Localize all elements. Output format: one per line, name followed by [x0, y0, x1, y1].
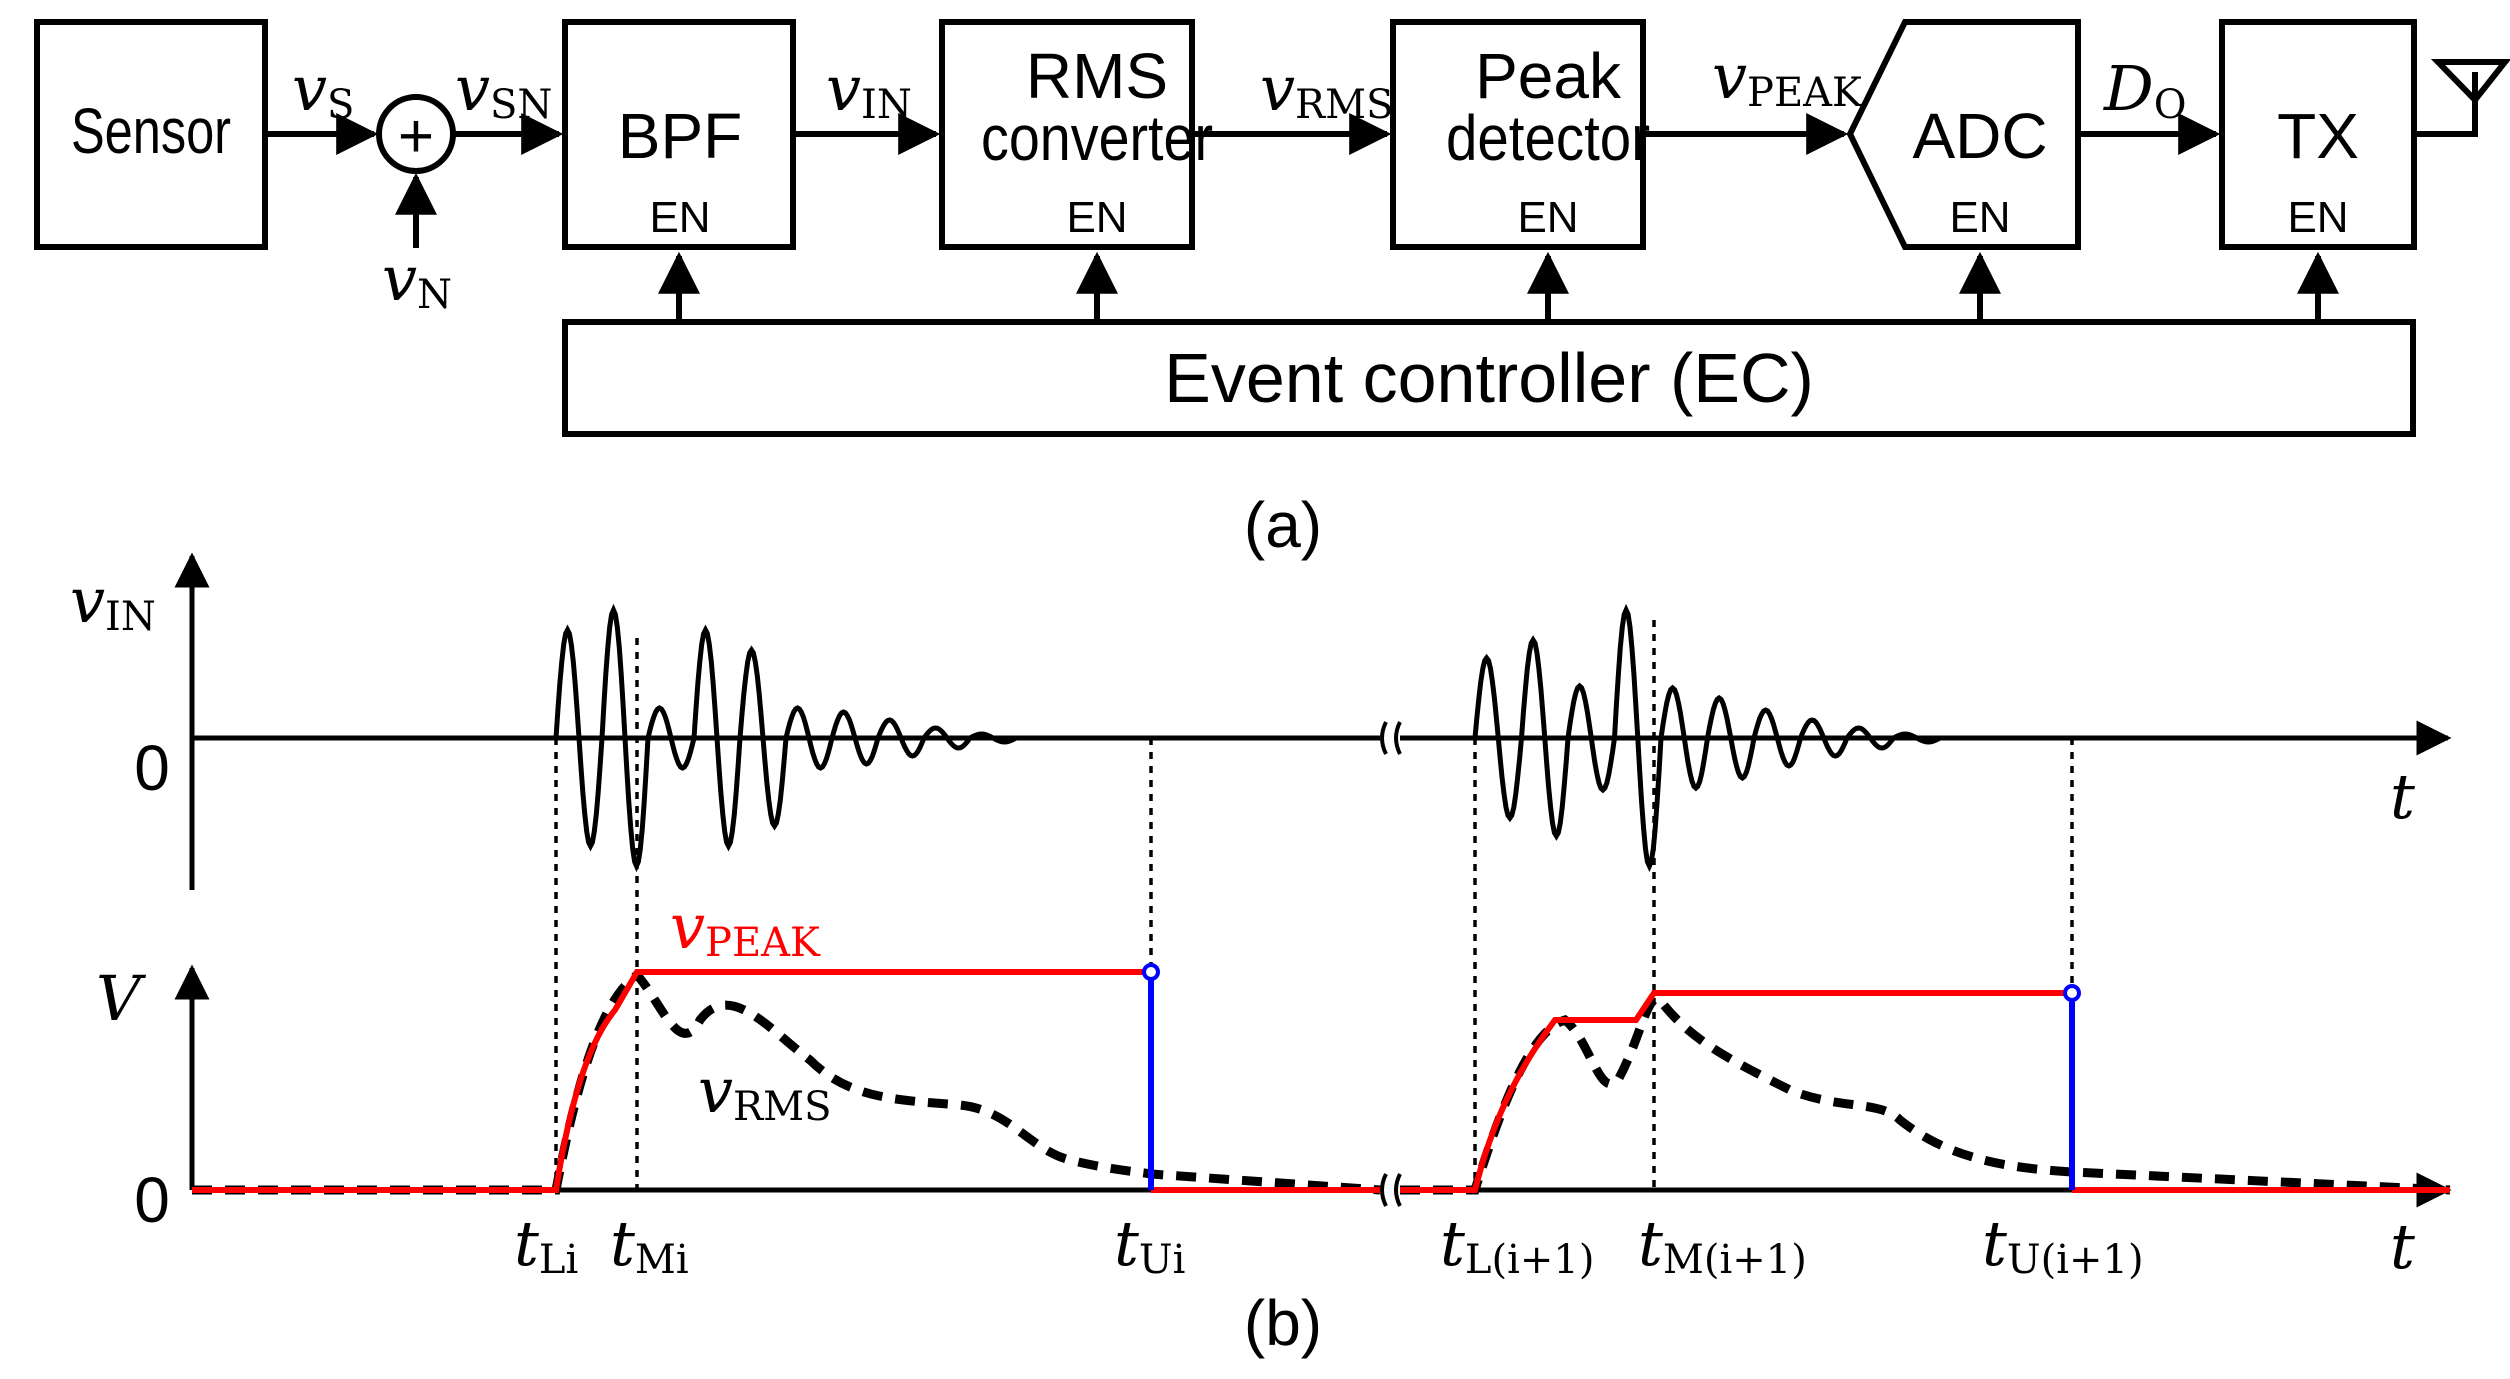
time-label-top: t: [2390, 760, 2415, 833]
tick-label-tUi: tUi: [1114, 1207, 1185, 1283]
vrms-trace: [192, 969, 2451, 1195]
vrms-trace-label: vRMS: [698, 1054, 832, 1130]
signal-labels: vS vSN vN vIN vRMS vPEAK DO: [292, 40, 2187, 318]
vin-axis-label: vIN: [70, 564, 156, 640]
peak-label-line1: Peak: [1475, 40, 1622, 112]
timing-diagram: [174, 552, 2452, 1208]
sensor-label: Sensor: [71, 95, 231, 167]
vpeak-label: vPEAK: [1712, 40, 1863, 116]
vpeak-trace: [192, 969, 2450, 1193]
vrms-label: vRMS: [1260, 52, 1394, 128]
caption-a: (a): [1244, 489, 1322, 561]
bpf-label: BPF: [618, 100, 742, 172]
zero-label-top: 0: [134, 732, 170, 804]
vin-burst-1: [553, 603, 1018, 873]
axis-break-bottom: [1380, 1173, 1402, 1207]
vin-burst-2: [1472, 603, 1942, 873]
zero-label-bottom: 0: [134, 1164, 170, 1236]
event-controller-block: [562, 319, 2416, 437]
vn-label: vN: [382, 242, 452, 318]
time-label-bottom: t: [2390, 1210, 2415, 1283]
caption-b: (b): [1244, 1287, 1322, 1359]
waveforms: [192, 603, 2451, 1195]
en-label-rms: EN: [1066, 193, 1127, 242]
rms-label-line1: RMS: [1026, 40, 1168, 112]
block-labels: Sensor BPF RMS converter Peak detector A…: [71, 40, 2359, 417]
vs-label: vS: [292, 52, 354, 128]
reset-dot-1: [1142, 963, 1160, 981]
rms-label-line2: converter: [981, 102, 1213, 174]
tx-label: TX: [2277, 100, 2359, 172]
vsn-label: vSN: [455, 52, 552, 128]
en-label-peak: EN: [1517, 193, 1578, 242]
antenna-icon: [2414, 59, 2510, 137]
timing-labels: vIN V 0 0 t t vPEAK vRMS tLi tMi tUi tL(…: [70, 564, 2415, 1283]
en-label-adc: EN: [1949, 193, 2010, 242]
adc-block: [1846, 19, 2081, 250]
adder-plus-symbol: +: [398, 102, 434, 171]
tick-label-tLi: tLi: [514, 1207, 578, 1283]
adc-label: ADC: [1912, 100, 2047, 172]
vin-label: vIN: [826, 52, 912, 128]
tick-label-tMi: tMi: [610, 1207, 689, 1283]
tick-label-tM(i+1): tM(i+1): [1638, 1207, 1807, 1283]
block-diagram: [34, 19, 2510, 437]
peak-label-line2: detector: [1446, 102, 1650, 174]
v-axis-label: V: [96, 962, 147, 1035]
axis-break-top: [1380, 721, 1402, 755]
en-label-bpf: EN: [649, 193, 710, 242]
reset-dot-2: [2063, 984, 2081, 1002]
tick-label-tU(i+1): tU(i+1): [1982, 1207, 2144, 1283]
event-controller-label: Event controller (EC): [1164, 339, 1814, 417]
en-label-tx: EN: [2287, 193, 2348, 242]
vpeak-trace-label: vPEAK: [670, 890, 821, 966]
do-label: DO: [2103, 52, 2187, 128]
tick-label-tL(i+1): tL(i+1): [1440, 1207, 1594, 1283]
